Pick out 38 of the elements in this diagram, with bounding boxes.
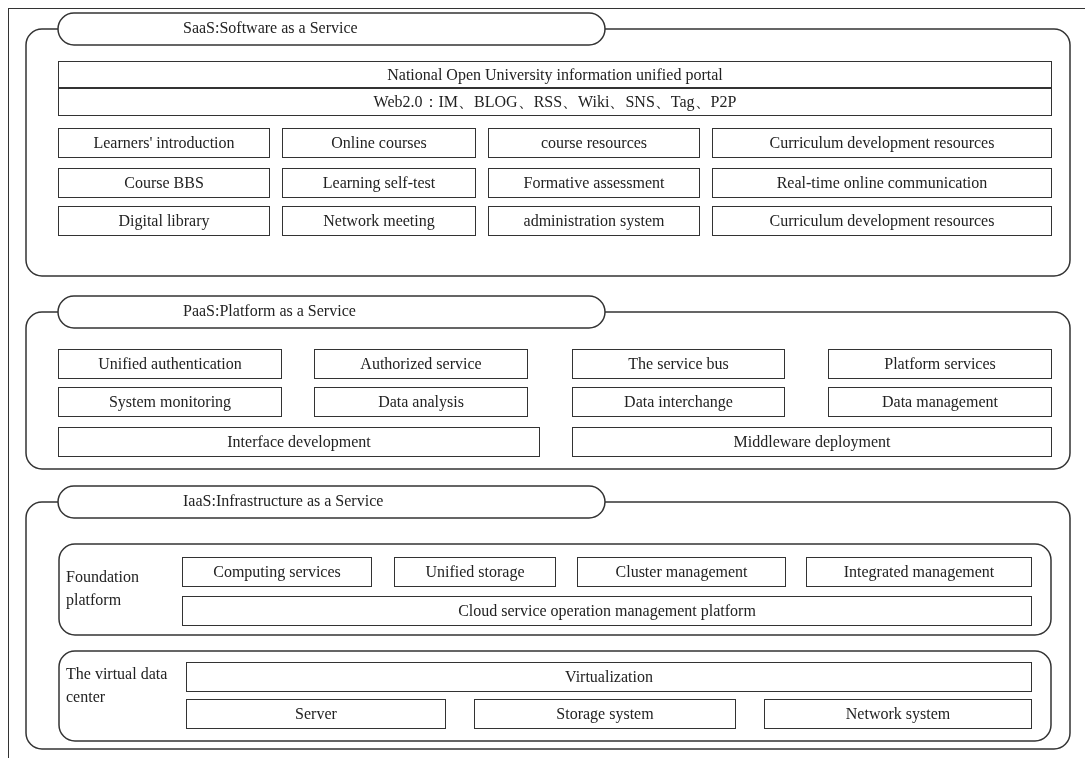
service-box: Web2.0：IM、BLOG、RSS、Wiki、SNS、Tag、P2P bbox=[58, 88, 1052, 116]
service-box: Server bbox=[186, 699, 446, 729]
group-title: The virtual data center bbox=[66, 664, 169, 707]
layer-title: SaaS:Software as a Service bbox=[183, 19, 358, 37]
service-box: Storage system bbox=[474, 699, 736, 729]
service-box: Cloud service operation management platform bbox=[182, 596, 1032, 626]
service-box: Unified authentication bbox=[58, 349, 282, 379]
layer-title: PaaS:Platform as a Service bbox=[183, 302, 356, 320]
service-box: Curriculum development resources bbox=[712, 206, 1052, 236]
service-box: Data interchange bbox=[572, 387, 785, 417]
service-box: Authorized service bbox=[314, 349, 528, 379]
service-box: The service bus bbox=[572, 349, 785, 379]
service-box: Course BBS bbox=[58, 168, 270, 198]
service-box: Real-time online communication bbox=[712, 168, 1052, 198]
service-box: Network system bbox=[764, 699, 1032, 729]
service-box: Computing services bbox=[182, 557, 372, 587]
service-box: National Open University information unified portal bbox=[58, 61, 1052, 88]
service-box: course resources bbox=[488, 128, 700, 158]
service-box: Platform services bbox=[828, 349, 1052, 379]
service-box: Unified storage bbox=[394, 557, 556, 587]
service-box: Learning self-test bbox=[282, 168, 476, 198]
service-box: Learners' introduction bbox=[58, 128, 270, 158]
service-box: Integrated management bbox=[806, 557, 1032, 587]
service-box: Virtualization bbox=[186, 662, 1032, 692]
service-box: Data management bbox=[828, 387, 1052, 417]
service-box: Network meeting bbox=[282, 206, 476, 236]
service-box: administration system bbox=[488, 206, 700, 236]
service-box: Cluster management bbox=[577, 557, 786, 587]
service-box: Data analysis bbox=[314, 387, 528, 417]
service-box: System monitoring bbox=[58, 387, 282, 417]
layer-title: IaaS:Infrastructure as a Service bbox=[183, 492, 384, 510]
service-box: Online courses bbox=[282, 128, 476, 158]
group-title: Foundation platform bbox=[66, 567, 140, 611]
service-box: Curriculum development resources bbox=[712, 128, 1052, 158]
service-box: Formative assessment bbox=[488, 168, 700, 198]
service-box: Digital library bbox=[58, 206, 270, 236]
service-box: Interface development bbox=[58, 427, 540, 457]
service-box: Middleware deployment bbox=[572, 427, 1052, 457]
